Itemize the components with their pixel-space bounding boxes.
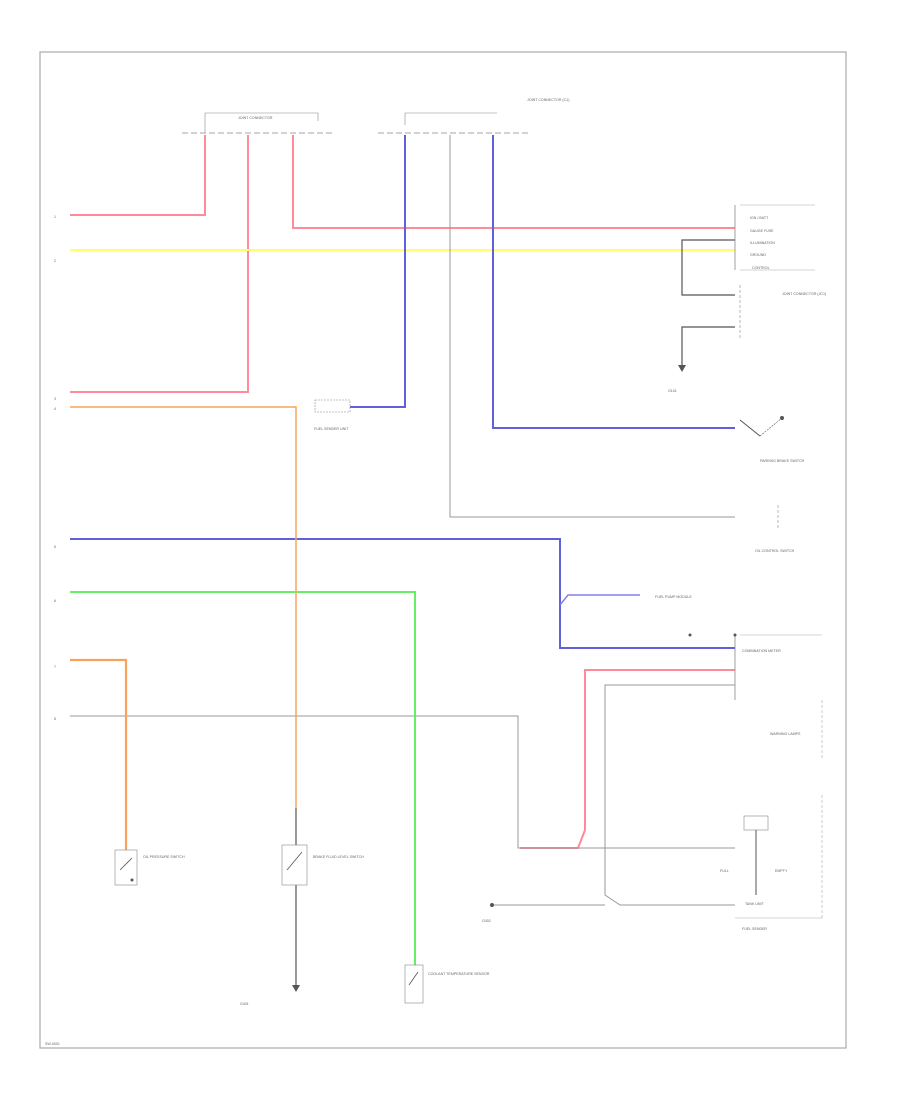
svg-text:4: 4 [54,407,56,411]
svg-text:6: 6 [54,599,56,603]
svg-text:7: 7 [54,665,56,669]
coolant-temp-sensor: COOLANT TEMPERATURE SENSOR [404,964,490,1004]
combination-meter: COMBINATION METER [688,633,822,700]
wire-gray-1 [449,135,735,518]
svg-text:COOLANT TEMPERATURE SENSOR: COOLANT TEMPERATURE SENSOR [428,972,490,976]
wire-orange-2 [70,658,128,850]
left-pin-markers: 1 2 3 4 5 6 7 8 [54,215,56,721]
tank-unit: FULL EMPTY TANK UNIT FUEL SENDER [720,795,823,931]
gauge-full-label: FULL [720,869,729,873]
diagram-frame [39,51,847,1049]
wire-orange-1 [70,406,297,808]
ground-left-symbol: G101 [668,365,686,393]
oil-pressure-switch: OIL PRESSURE SWITCH [114,849,185,886]
top-connector-left: JOINT CONNECTOR [182,112,332,134]
fuel-sender-unit: FUEL SENDER UNIT [314,399,351,431]
wire-red-3 [292,135,735,229]
svg-text:OIL CONTROL SWITCH: OIL CONTROL SWITCH [755,549,795,553]
ground-left-symbol-2: G401 [240,985,300,1006]
svg-text:FUEL SENDER: FUEL SENDER [742,927,767,931]
oil-control-switch: OIL CONTROL SWITCH [755,505,795,553]
svg-text:TANK UNIT: TANK UNIT [745,902,765,906]
wire-red-2 [70,135,249,393]
svg-text:3: 3 [54,397,56,401]
brake-fluid-switch: BRAKE FLUID LEVEL SWITCH [281,844,364,886]
top-connector-right: JOINT CONNECTOR (C1) [378,98,569,134]
wire-gray-3 [604,684,735,906]
wire-blue-3 [70,538,735,649]
gauge-connector-stack: IGN / BATT GAUGE FUSE ILLUMINATION GROUN… [734,204,815,271]
wire-blue-1 [350,135,406,408]
svg-text:8: 8 [54,717,56,721]
ground-bottom-mid: G402 [482,903,494,923]
wire-red-1 [70,135,206,216]
svg-text:G402: G402 [482,919,491,923]
svg-text:5: 5 [54,545,56,549]
svg-text:G101: G101 [668,389,677,393]
svg-text:COMBINATION METER: COMBINATION METER [742,649,781,653]
svg-text:1: 1 [54,215,56,219]
wire-black-1 [681,239,735,296]
footer-code: SW-0001 [45,1042,60,1046]
svg-text:CONTROL: CONTROL [752,266,770,270]
top-connector-right-label: JOINT CONNECTOR (C1) [527,98,569,102]
wire-green [70,591,416,968]
svg-text:FUEL PUMP MODULE: FUEL PUMP MODULE [655,595,692,599]
wire-blue-2 [492,135,735,429]
svg-text:PARKING BRAKE SWITCH: PARKING BRAKE SWITCH [760,459,805,463]
joint-connector-right: JOINT CONNECTOR (JC1) [739,285,826,340]
wire-black-2 [681,326,735,365]
wire-red-4 [520,669,735,849]
svg-text:BRAKE FLUID LEVEL SWITCH: BRAKE FLUID LEVEL SWITCH [313,855,364,859]
parking-brake-switch: PARKING BRAKE SWITCH [739,416,805,463]
gauge-empty-label: EMPTY [775,869,788,873]
svg-text:WARNING LAMPS: WARNING LAMPS [770,732,801,736]
svg-text:2: 2 [54,259,56,263]
wire-blue-4 [559,594,640,606]
svg-text:FUEL SENDER UNIT: FUEL SENDER UNIT [314,427,349,431]
svg-text:ILLUMINATION: ILLUMINATION [750,241,775,245]
wire-gray-2 [70,715,735,849]
svg-text:G401: G401 [240,1002,249,1006]
warning-lamp-group: WARNING LAMPS [770,700,823,760]
svg-text:GROUND: GROUND [750,253,766,257]
fuel-pump-module: FUEL PUMP MODULE [655,595,692,599]
svg-text:IGN / BATT: IGN / BATT [750,216,769,220]
top-connector-left-label: JOINT CONNECTOR [238,116,273,120]
svg-text:OIL PRESSURE SWITCH: OIL PRESSURE SWITCH [143,855,185,859]
svg-text:GAUGE FUSE: GAUGE FUSE [750,229,774,233]
svg-text:JOINT CONNECTOR (JC1): JOINT CONNECTOR (JC1) [782,292,826,296]
